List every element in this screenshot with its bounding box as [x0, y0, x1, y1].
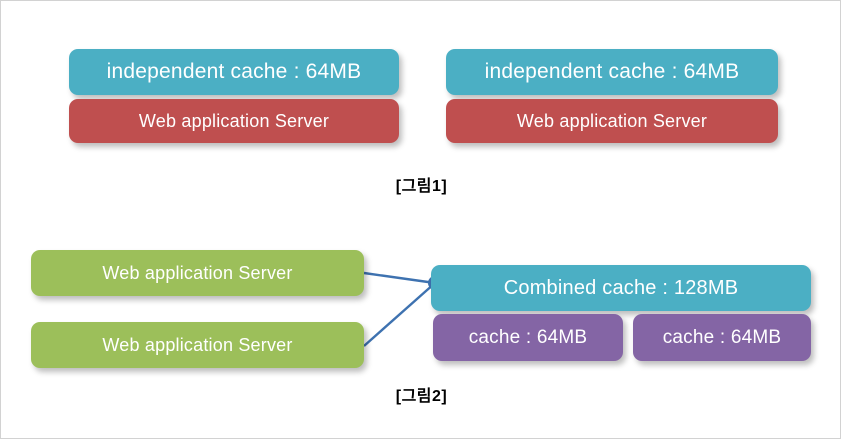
- fig2-cache-box-a: cache : 64MB: [433, 314, 623, 361]
- fig1-left-server-box: Web application Server: [69, 99, 399, 143]
- fig1-left-cache-box: independent cache : 64MB: [69, 49, 399, 95]
- connector-line-server-b: [363, 282, 436, 347]
- fig1-right-server-box: Web application Server: [446, 99, 778, 143]
- connector-line-server-a: [363, 271, 436, 285]
- figure2-caption: [그림2]: [395, 388, 448, 405]
- fig2-server-box-b: Web application Server: [31, 322, 364, 368]
- figure1-caption: [그림1]: [395, 178, 448, 195]
- fig2-cache-box-b: cache : 64MB: [633, 314, 811, 361]
- fig1-right-cache-box: independent cache : 64MB: [446, 49, 778, 95]
- fig2-combined-cache-box: Combined cache : 128MB: [431, 265, 811, 311]
- fig2-server-box-a: Web application Server: [31, 250, 364, 296]
